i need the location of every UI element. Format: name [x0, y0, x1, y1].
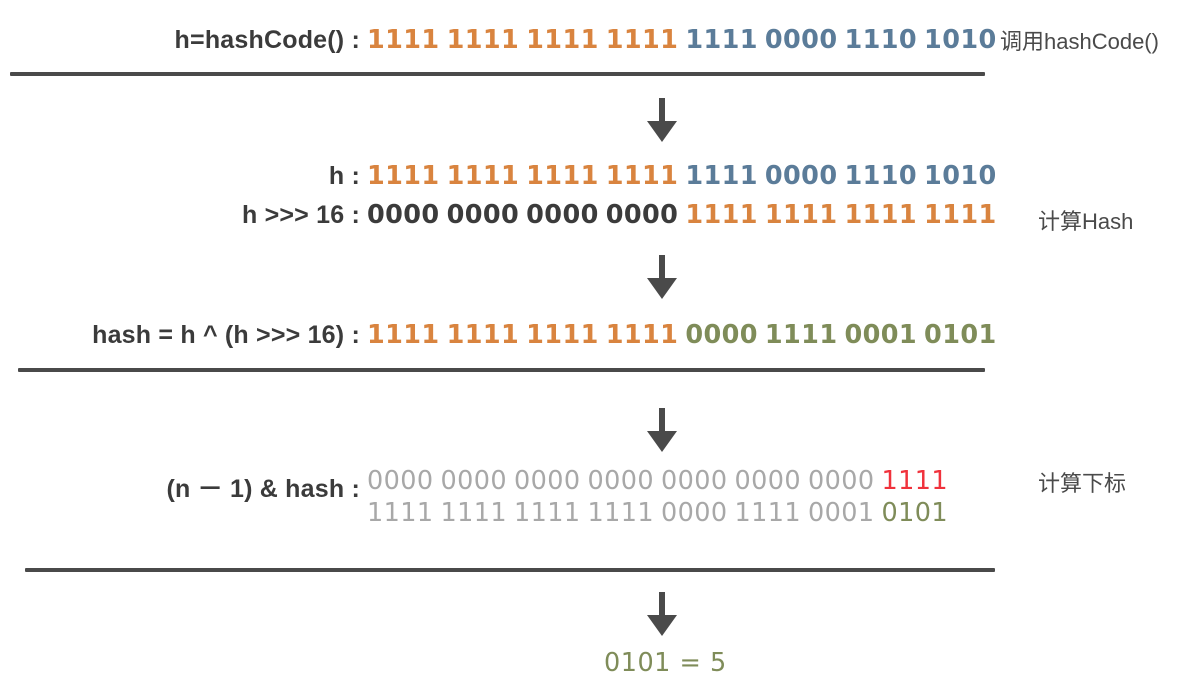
- divider-rule-3: [25, 568, 995, 572]
- final-result: 0101 = 5: [604, 648, 727, 678]
- bit-group: 0000: [367, 466, 434, 496]
- bit-group: 0000: [764, 25, 838, 55]
- bit-group: 0000: [367, 200, 440, 230]
- bit-group: 0000: [685, 320, 758, 350]
- bit-group: 1111: [367, 320, 440, 350]
- stage-caption-hashcode: 调用hashCode(): [1000, 29, 1159, 54]
- stage-caption-hash: 计算Hash: [1038, 209, 1134, 234]
- bit-group: 1111: [605, 320, 679, 350]
- bit-group: 1111: [514, 498, 581, 528]
- row-label-hash: hash = h ^ (h >>> 16) :: [92, 321, 360, 349]
- bit-group: 0000: [734, 466, 801, 496]
- row-label-shifted: h >>> 16 :: [241, 201, 360, 229]
- bit-group: 1110: [844, 25, 918, 55]
- bit-group: 0000: [808, 466, 875, 496]
- bit-group: 1111: [446, 320, 520, 350]
- bit-group: 1111: [440, 498, 507, 528]
- bit-group: 1111: [446, 25, 520, 55]
- bit-group: 1111: [924, 200, 997, 230]
- bit-group: 1111: [605, 161, 679, 191]
- bit-group: 0101: [881, 498, 948, 528]
- bit-group: 1111: [685, 200, 758, 230]
- divider-rule-1: [10, 72, 985, 76]
- bit-group: 1111: [764, 320, 838, 350]
- bit-group: 0001: [844, 320, 918, 350]
- bit-group: 0000: [587, 466, 654, 496]
- bit-group: 1111: [685, 25, 758, 55]
- bit-group: 0000: [514, 466, 581, 496]
- divider-rule-2: [18, 368, 985, 372]
- bit-group: 0001: [808, 498, 875, 528]
- row-label-hashcode: h=hashCode() :: [174, 26, 360, 54]
- arrow-down-icon: [645, 255, 679, 299]
- bit-group: 1111: [605, 25, 679, 55]
- bit-group: 0000: [764, 161, 838, 191]
- row-label-index: (n － 1) & hash :: [166, 475, 360, 503]
- bit-group: 0101: [924, 320, 997, 350]
- bit-group: 1111: [881, 466, 948, 496]
- bit-group: 1111: [367, 161, 440, 191]
- bit-group: 0000: [661, 498, 728, 528]
- bit-group: 1111: [844, 200, 918, 230]
- bit-group: 1111: [367, 498, 434, 528]
- bit-group: 1111: [526, 161, 599, 191]
- bit-group: 0000: [446, 200, 520, 230]
- bit-group: 1111: [446, 161, 520, 191]
- bit-group: 0000: [605, 200, 679, 230]
- arrow-down-icon: [645, 408, 679, 452]
- bit-group: 1111: [367, 25, 440, 55]
- bit-group: 1111: [526, 320, 599, 350]
- bit-group: 1111: [587, 498, 654, 528]
- arrow-down-icon: [645, 592, 679, 636]
- row-label-h: h :: [328, 162, 360, 190]
- bit-group: 1111: [685, 161, 758, 191]
- bit-group: 1111: [526, 25, 599, 55]
- stage-caption-index: 计算下标: [1038, 471, 1127, 496]
- bit-group: 1110: [844, 161, 918, 191]
- bit-group: 1111: [734, 498, 801, 528]
- bit-group: 0000: [661, 466, 728, 496]
- arrow-down-icon: [645, 98, 679, 142]
- bit-group: 1010: [924, 25, 997, 55]
- bit-group: 0000: [526, 200, 599, 230]
- bit-group: 1111: [764, 200, 838, 230]
- bit-group: 0000: [440, 466, 507, 496]
- bit-group: 1010: [924, 161, 997, 191]
